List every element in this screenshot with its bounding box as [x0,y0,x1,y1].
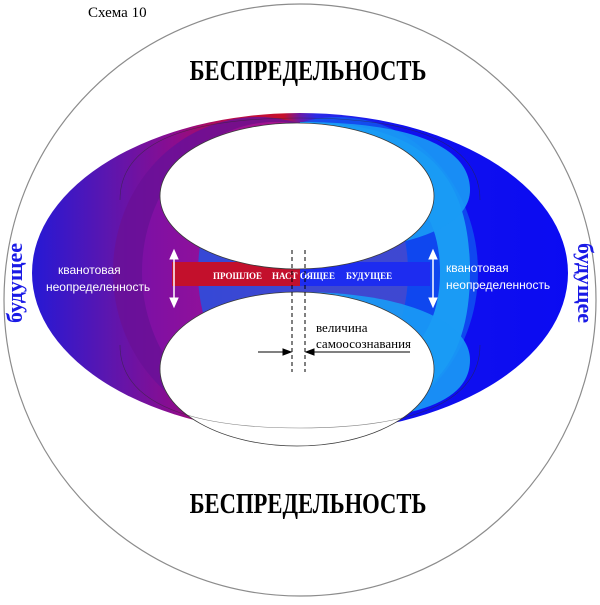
timeline-past: ПРОШЛОЕ [213,271,262,281]
scheme-label: Схема 10 [88,5,147,21]
left-uncertainty-line2: неопределенность [46,280,150,294]
bottom-title: БЕСПРЕДЕЛЬНОСТЬ [190,487,427,519]
timeline-present-left: НАСТ [272,271,298,281]
right-uncertainty-line1: кванотовая [446,261,509,275]
right-uncertainty-arrow [428,248,438,309]
self-awareness-markers [291,250,306,372]
timeline-future: БУДУЩЕЕ [346,271,392,281]
top-title: БЕСПРЕДЕЛЬНОСТЬ [190,54,427,86]
timeline-present-right: ОЯЩЕЕ [300,271,335,281]
curve-lines [119,117,481,429]
right-future-label: будущее [573,243,598,323]
self-awareness-line2: самоосознавания [316,336,411,351]
self-awareness-line1: величина [316,320,368,335]
left-uncertainty-line1: кванотовая [58,263,121,277]
left-future-label: будущее [2,243,27,323]
left-uncertainty-arrow [169,248,179,309]
right-uncertainty-line2: неопределенность [446,278,550,292]
lower-white-region [159,291,435,447]
upper-white-region [159,122,435,270]
self-awareness-arrows [258,348,410,356]
